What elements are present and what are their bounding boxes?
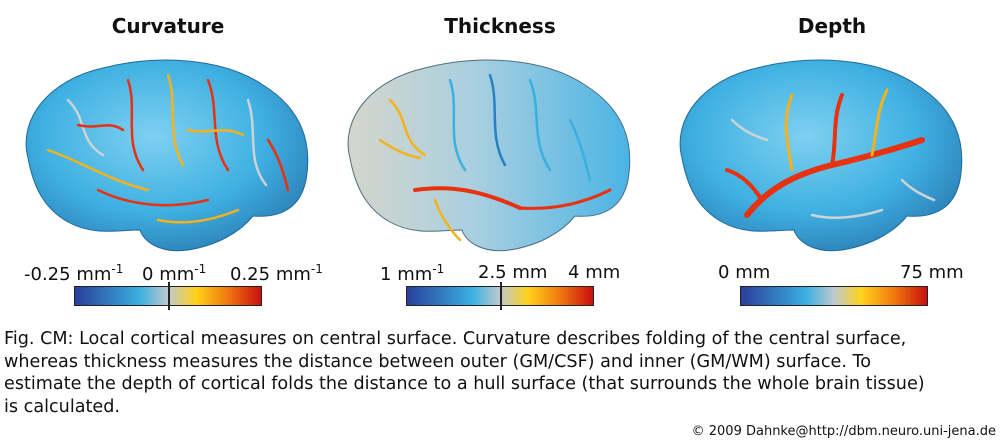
depth-min-label: 0 mm (718, 262, 771, 283)
thickness-panel: Thickness 1 mm-1 2.5 mm 4 mm (340, 0, 660, 320)
caption-line-2: whereas thickness measures the distance … (4, 351, 872, 372)
depth-brain-image (679, 59, 963, 252)
thickness-title: Thickness (444, 14, 556, 38)
curvature-mid-label: 0 mm-1 (142, 262, 207, 285)
curvature-colorbar-mid-tick (168, 282, 170, 310)
figure-caption: Fig. CM: Local cortical measures on cent… (4, 328, 1000, 418)
caption-line-3: estimate the depth of cortical folds the… (4, 374, 925, 394)
thickness-min-label: 1 mm-1 (380, 262, 445, 285)
curvature-min-label: -0.25 mm-1 (24, 262, 124, 285)
curvature-panel: Curvature -0.25 mm-1 0 mm-1 0.25 mm-1 (8, 0, 328, 320)
depth-panel: Depth 0 mm 75 mm (672, 0, 992, 320)
copyright-credit: © 2009 Dahnke@http://dbm.neuro.uni-jena.… (691, 424, 996, 439)
depth-max-label: 75 mm (900, 262, 964, 283)
caption-line-4: is calculated. (4, 396, 120, 417)
thickness-colorbar (406, 282, 594, 310)
curvature-colorbar (74, 282, 262, 310)
curvature-max-label: 0.25 mm-1 (230, 262, 323, 285)
depth-title: Depth (797, 14, 867, 38)
caption-line-1: Fig. CM: Local cortical measures on cent… (4, 329, 907, 349)
thickness-max-label: 4 mm (568, 262, 621, 283)
curvature-brain-image (25, 59, 309, 252)
thickness-brain-image (347, 59, 631, 252)
thickness-mid-label: 2.5 mm (478, 262, 548, 283)
curvature-title: Curvature (111, 14, 225, 38)
depth-colorbar (740, 286, 928, 306)
thickness-colorbar-mid-tick (500, 282, 502, 310)
